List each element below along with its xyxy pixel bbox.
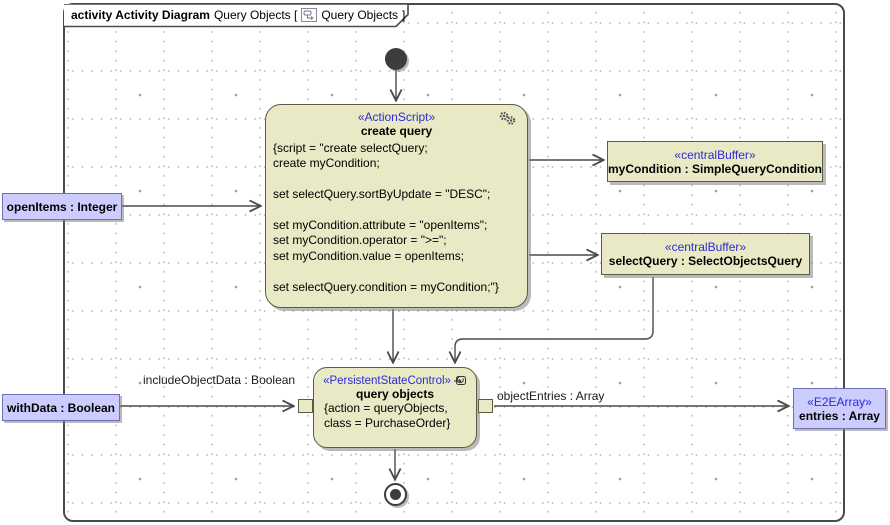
initial-node[interactable] [385, 48, 407, 70]
parameter-node-openitems[interactable]: openItems : Integer [2, 193, 122, 220]
frame-keyword: activity Activity Diagram [71, 8, 210, 22]
action-stereotype: «ActionScript» [357, 110, 436, 124]
edge-label-include-object-data: includeObjectData : Boolean [143, 373, 296, 387]
entries-stereotype: «E2EArray» [807, 394, 872, 409]
central-buffer-selectquery[interactable]: «centralBuffer» selectQuery : SelectObje… [601, 233, 810, 275]
parameter-node-entries[interactable]: «E2EArray» entries : Array [793, 388, 886, 429]
edge-selectquery-to-queryobjects[interactable] [455, 277, 654, 362]
frame-title-tab[interactable] [64, 4, 412, 29]
activity-final-node[interactable] [384, 483, 407, 506]
script-line [273, 203, 527, 218]
buffer-name: selectQuery : SelectObjectsQuery [608, 254, 803, 268]
central-buffer-mycondition[interactable]: «centralBuffer» myCondition : SimpleQuer… [607, 141, 823, 182]
parameter-node-withdata[interactable]: withData : Boolean [2, 394, 120, 421]
action-script: {script = "create selectQuery; create my… [266, 138, 527, 295]
script-line: set myCondition.operator = ">="; [273, 233, 447, 248]
query-objects-stereotype: «PersistentStateControl» [323, 374, 451, 387]
edge-label-object-entries: objectEntries : Array [497, 389, 605, 403]
buffer-name: myCondition : SimpleQueryCondition [608, 161, 822, 176]
parameter-label: openItems : Integer [6, 199, 118, 214]
script-line: set selectQuery.sortByUpdate = "DESC"; [273, 187, 491, 202]
diagram-icon [301, 8, 318, 22]
entries-name: entries : Array [799, 408, 880, 423]
frame-close-bracket: ] [402, 8, 406, 22]
frame-context-name: Query Objects [ [213, 8, 298, 22]
call-behavior-icon [453, 376, 466, 385]
script-line: set selectQuery.condition = myCondition;… [273, 279, 499, 294]
action-node-query-objects[interactable]: «PersistentStateControl» query objects {… [313, 367, 477, 448]
query-objects-body: {action = queryObjects, [324, 401, 448, 415]
parameter-label: withData : Boolean [6, 400, 115, 415]
query-objects-body: class = PurchaseOrder} [324, 416, 451, 430]
script-line: {script = "create selectQuery; [273, 141, 428, 155]
query-objects-name: query objects [355, 387, 435, 401]
action-name: create query [360, 124, 433, 138]
output-pin-object-entries[interactable] [478, 399, 493, 413]
input-pin-include-object-data[interactable] [298, 399, 313, 413]
frame-title: activity Activity Diagram Query Objects … [71, 6, 405, 24]
buffer-stereotype: «centralBuffer» [674, 147, 756, 162]
action-node-create-query[interactable]: «ActionScript» create query {script = "c… [265, 104, 528, 308]
gears-icon [499, 111, 516, 125]
script-line: set myCondition.value = openItems; [273, 248, 465, 263]
script-line [273, 264, 527, 279]
final-node-dot [390, 489, 401, 500]
script-line: create myCondition; [273, 156, 380, 171]
buffer-stereotype: «centralBuffer» [664, 240, 747, 254]
frame-diagram-name: Query Objects [321, 8, 399, 22]
script-line: set myCondition.attribute = "openItems"; [273, 218, 488, 232]
script-line [273, 172, 527, 187]
